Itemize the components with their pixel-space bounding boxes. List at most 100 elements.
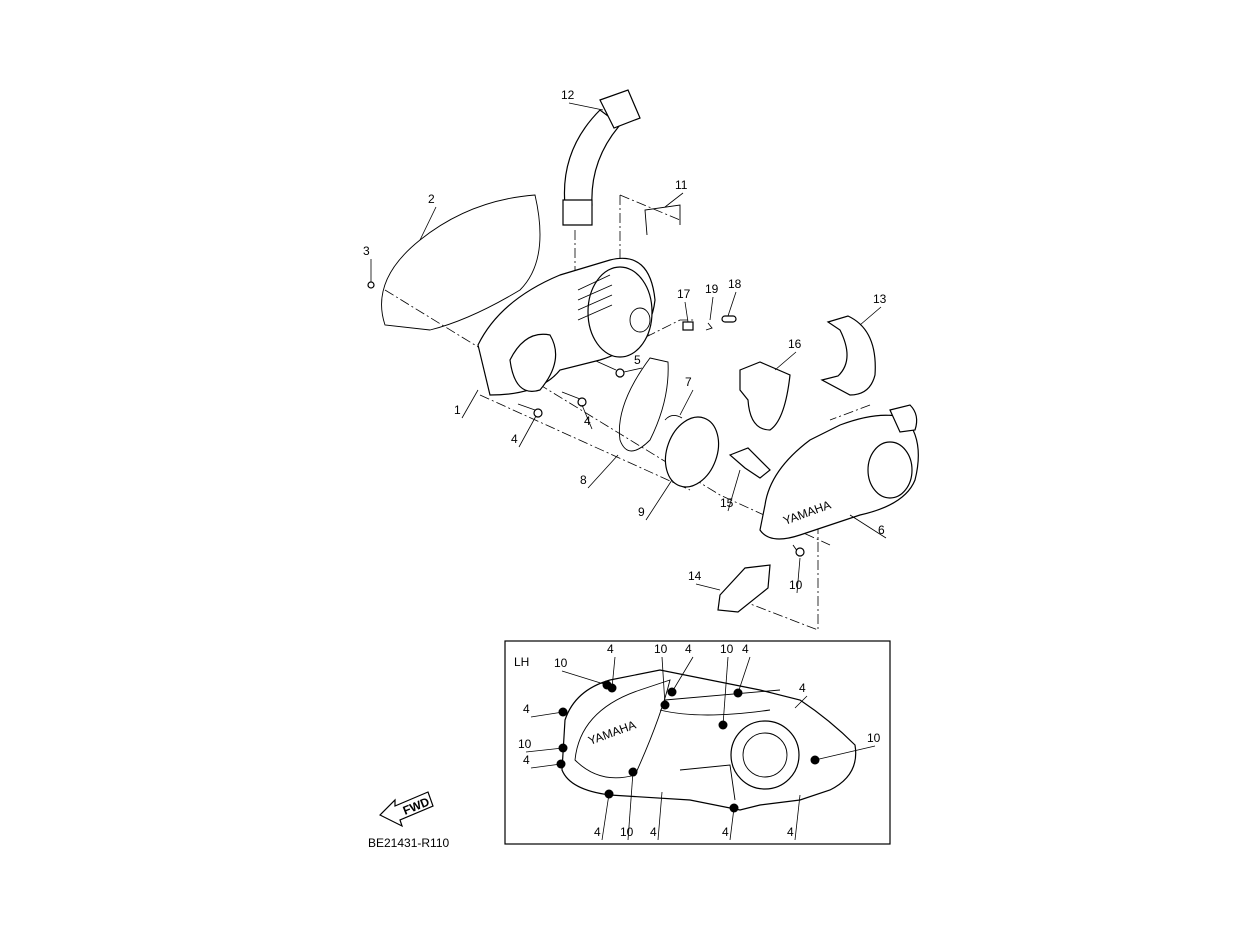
fastener-dot — [628, 767, 638, 777]
part-callout-label: 12 — [561, 88, 575, 102]
fastener-dot — [558, 707, 568, 717]
pin-parts-17-19-18 — [682, 315, 737, 331]
inset-callout-label: 4 — [607, 642, 614, 656]
screw-part-10 — [792, 544, 805, 557]
diagram-code: BE21431-R110 — [368, 836, 449, 850]
part-callout-label: 10 — [789, 578, 803, 592]
fastener-dot — [558, 743, 568, 753]
fastener-dot — [602, 680, 612, 690]
bolt-part-4b — [517, 403, 543, 418]
inset-leader-line — [601, 793, 610, 841]
part-callout-label: 7 — [685, 375, 692, 389]
part-callout-label: 17 — [677, 287, 691, 301]
part-callout-label: 16 — [788, 337, 802, 351]
fastener-dot — [729, 803, 739, 813]
part-leader-line — [796, 557, 801, 594]
part-leader-line — [461, 389, 479, 419]
part-callout-label: 1 — [454, 403, 461, 417]
part-leader-line — [684, 301, 689, 323]
inset-callout-label: 4 — [650, 825, 657, 839]
part-callout-label: 3 — [363, 244, 370, 258]
part-leader-line — [645, 479, 673, 521]
fwd-label: FWD — [401, 794, 432, 817]
part-leader-line — [727, 291, 737, 317]
fastener-dot — [667, 687, 677, 697]
fastener-dot — [733, 688, 743, 698]
part-leader-line — [623, 367, 643, 373]
inset-leader-line — [657, 791, 663, 841]
part-callout-label: 9 — [638, 505, 645, 519]
part-callout-label: 13 — [873, 292, 887, 306]
inset-callout-label: 10 — [554, 656, 568, 670]
cover-part-16 — [739, 361, 791, 431]
part-leader-line — [774, 351, 797, 371]
bolt-part-5 — [595, 360, 625, 378]
part-callout-label: 4 — [511, 432, 518, 446]
inset-title: LH — [514, 655, 529, 669]
inset-leader-line — [737, 656, 751, 694]
inset-callout-label: 4 — [594, 825, 601, 839]
inset-frame — [504, 640, 891, 845]
part-callout-label: 8 — [580, 473, 587, 487]
part-leader-line — [664, 192, 684, 208]
part-callout-label: 11 — [675, 178, 688, 192]
inset-leader-line — [814, 745, 876, 761]
inset-callout-label: 4 — [685, 642, 692, 656]
part-leader-line — [568, 102, 604, 111]
inset-callout-label: 10 — [654, 642, 668, 656]
inset-callout-label: 4 — [742, 642, 749, 656]
part-callout-label: 19 — [705, 282, 719, 296]
inset-leader-line — [530, 763, 562, 769]
filter-part-9 — [664, 416, 720, 488]
cover-part-14 — [717, 564, 771, 613]
part-callout-label: 18 — [728, 277, 742, 291]
dowel-part-3 — [367, 281, 375, 289]
spring-part-7 — [664, 415, 683, 421]
part-leader-line — [695, 583, 721, 591]
part-leader-line — [419, 206, 437, 241]
part-callout-label: 5 — [634, 353, 641, 367]
inset-callout-label: 10 — [720, 642, 734, 656]
part-callout-label: 15 — [720, 496, 734, 510]
fastener-dot — [718, 720, 728, 730]
part-callout-label: 6 — [878, 523, 885, 537]
inset-callout-label: 10 — [518, 737, 532, 751]
inset-callout-label: 4 — [523, 753, 530, 767]
part-leader-line — [581, 404, 593, 430]
inset-leader-line — [661, 656, 666, 706]
part-leader-line — [679, 389, 694, 416]
inset-leader-line — [561, 670, 608, 686]
inset-callout-label: 10 — [620, 825, 634, 839]
inset-leader-line — [794, 794, 801, 841]
seal-part-8 — [618, 357, 669, 452]
clip-part-11 — [644, 204, 681, 236]
inset-leader-line — [627, 771, 634, 841]
part-leader-line — [587, 454, 619, 489]
fwd-arrow-icon: FWD — [378, 791, 434, 828]
inset-leader-line — [611, 656, 616, 689]
air-duct-part-12 — [562, 89, 641, 226]
inset-leader-line — [525, 747, 564, 753]
inset-leader-line — [722, 656, 729, 726]
inset-leader-line — [530, 711, 564, 718]
crankcase-cover-part-1 — [477, 257, 656, 396]
cover-part-13 — [820, 315, 876, 396]
inset-leader-line — [794, 695, 808, 709]
fastener-dot — [810, 755, 820, 765]
inset-callout-label: 4 — [523, 702, 530, 716]
fastener-dot — [604, 789, 614, 799]
part-callout-label: 2 — [428, 192, 435, 206]
fastener-dot — [556, 759, 566, 769]
plate-part-15 — [728, 447, 771, 479]
part-leader-line — [859, 306, 882, 326]
gasket-part-2 — [381, 194, 541, 331]
fastener-dot — [660, 700, 670, 710]
part-leader-line — [727, 469, 741, 512]
outer-cover-part-6: YAMAHA — [759, 404, 919, 540]
inset-callout-label: 4 — [722, 825, 729, 839]
part-leader-line — [518, 415, 537, 448]
part-leader-line — [849, 514, 887, 539]
